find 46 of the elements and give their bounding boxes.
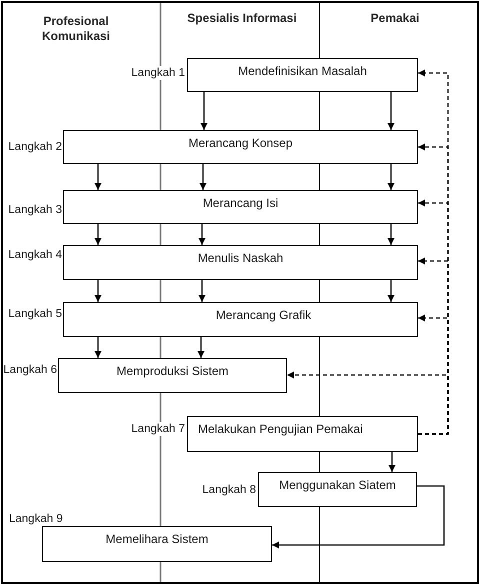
step-title: Memelihara Sistem [106,532,208,546]
arrow [388,92,394,130]
step-label: Langkah 9 [9,512,63,526]
process-box [58,358,287,393]
arrow [94,224,102,245]
lane-header: Pemakai [370,11,420,26]
process-box [63,302,418,337]
step-title: Menulis Naskah [198,251,284,265]
dashed-arrow [287,372,449,435]
arrow [388,280,394,302]
step-label: Langkah 4 [8,248,62,262]
step-title: Menggunakan Siatem [279,478,396,492]
process-box [63,245,418,280]
arrow [200,92,208,130]
arrow [388,224,394,245]
arrow [94,164,102,190]
process-box [187,416,418,452]
lane-header: Spesialis Informasi [187,11,297,26]
step-label: Langkah 8 [202,483,256,497]
arrow [198,337,204,358]
process-box [63,130,418,164]
process-box [258,472,417,507]
step-label: Langkah 1 [131,66,185,80]
step-title: Merancang Konsep [188,136,293,150]
step-label: Langkah 5 [8,307,62,321]
process-box [63,190,418,224]
step-title: Memproduksi Sistem [116,364,229,378]
step-label: Langkah 3 [8,203,62,217]
step-title: Melakukan Pengujian Pemakai [198,422,363,436]
arrow [272,485,445,548]
step-title: Mendefinisikan Masalah [238,64,367,78]
arrow [198,224,206,245]
step-title: Merancang Isi [202,196,278,210]
arrow [94,337,102,358]
arrow [198,280,206,302]
process-box [187,58,418,92]
step-title: Merancang Grafik [216,308,312,322]
arrow [388,164,394,190]
lane-header: Profesional Komunikasi [42,14,110,44]
arrow [94,280,102,302]
step-label: Langkah 2 [8,140,62,154]
arrow [200,164,206,190]
process-box [42,526,272,562]
arrow [388,452,396,472]
step-label: Langkah 7 [131,422,185,436]
step-label: Langkah 6 [3,363,57,377]
